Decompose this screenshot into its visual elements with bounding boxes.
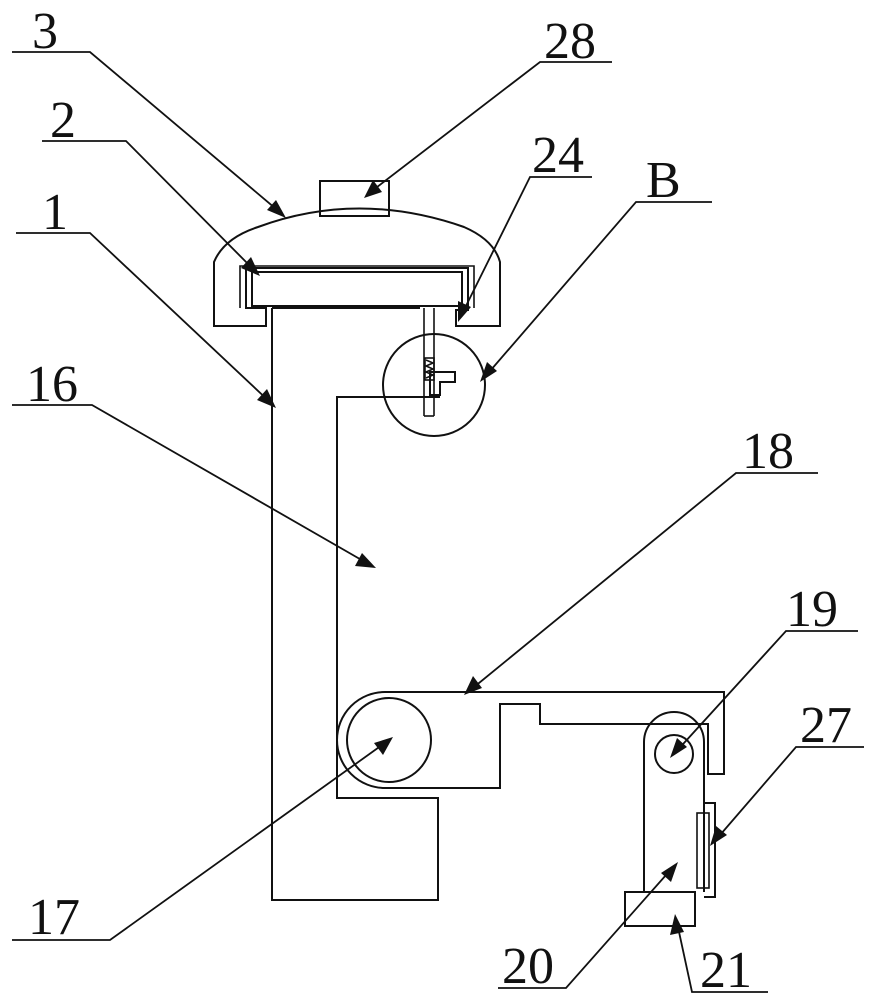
knob-28	[319, 180, 390, 217]
main-body	[271, 307, 486, 901]
leader-19	[673, 630, 858, 755]
leader-2	[42, 140, 257, 273]
leader-17-arrowhead	[374, 737, 393, 755]
link-20	[643, 711, 705, 892]
leader-b-arrowhead	[480, 362, 497, 382]
label-28: 28	[544, 13, 596, 70]
leader-3-arrowhead	[267, 200, 286, 218]
inner-frame	[239, 265, 475, 308]
leader-28-arrowhead	[364, 180, 382, 198]
pole-1	[271, 308, 440, 901]
leader-2-arrowhead	[241, 257, 260, 276]
leader-b	[483, 201, 712, 379]
label-24: 24	[532, 127, 584, 184]
leader-24	[459, 176, 592, 319]
leader-21	[675, 917, 768, 993]
bracket-27-inner	[696, 812, 710, 889]
label-16: 16	[26, 356, 78, 413]
spring-zigzag	[423, 359, 436, 379]
label-18: 18	[742, 423, 794, 480]
label-21: 21	[700, 942, 752, 999]
latch	[429, 371, 456, 396]
label-17: 17	[28, 889, 80, 946]
arm-assembly	[336, 691, 725, 927]
leader-24-arrowhead	[458, 301, 471, 322]
leader-21-arrowhead	[670, 914, 684, 935]
leader-20	[498, 865, 675, 989]
label-20: 20	[502, 938, 554, 995]
leader-1	[16, 232, 273, 405]
plate-2	[251, 271, 463, 307]
cap-assembly	[213, 180, 501, 327]
leader-16-arrowhead	[355, 553, 376, 568]
reference-labels: 3 28 2 24 B 1 16 18 19 27 17 20 21	[26, 3, 852, 999]
label-19: 19	[786, 581, 838, 638]
label-27: 27	[800, 697, 852, 754]
leader-27	[713, 746, 864, 843]
bracket-27-outer	[704, 802, 716, 898]
arm-18	[336, 691, 725, 789]
pin-19	[654, 734, 694, 774]
detail-circle-b	[382, 333, 486, 437]
dome-cap-3	[213, 207, 501, 327]
leader-27-arrowhead	[710, 826, 727, 846]
leader-16	[12, 404, 373, 567]
leader-19-arrowhead	[670, 738, 687, 758]
leader-18	[467, 472, 818, 693]
label-1: 1	[42, 184, 68, 241]
label-b: B	[646, 152, 681, 209]
leader-28	[367, 61, 612, 195]
foot-21	[624, 891, 696, 927]
leader-lines	[12, 51, 864, 993]
label-3: 3	[32, 3, 58, 60]
leader-3	[12, 51, 283, 215]
label-2: 2	[50, 92, 76, 149]
leader-1-arrowhead	[257, 389, 276, 408]
leader-18-arrowhead	[464, 676, 482, 695]
leader-17	[12, 739, 390, 941]
leader-20-arrowhead	[661, 862, 678, 882]
wheel-17	[346, 697, 432, 783]
